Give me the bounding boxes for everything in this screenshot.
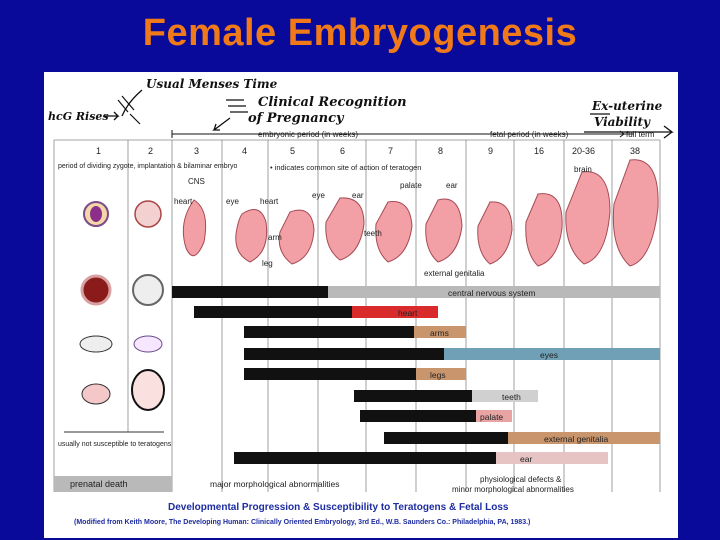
bilaminar-disc-icon xyxy=(79,335,113,353)
label-palate: palate xyxy=(400,181,422,190)
period-band: embryonic period (in weeks) fetal period… xyxy=(171,130,655,139)
not-susceptible-note: usually not susceptible to teratogens xyxy=(58,441,172,448)
implantation-icon xyxy=(132,274,164,306)
bar-teeth: teeth xyxy=(354,390,538,402)
bar-label-ear: ear xyxy=(520,454,532,464)
clinical-arrow-icon xyxy=(212,117,231,131)
week-4: 4 xyxy=(242,146,247,156)
clinical-hatch-icon xyxy=(226,99,248,113)
bar-label-arms: arms xyxy=(430,328,449,338)
minor-abnormalities-label-1: physiological defects & xyxy=(480,475,562,484)
bar-ear: ear xyxy=(234,452,608,464)
hcg-rises-note: hcG Rises xyxy=(48,110,109,123)
viability-note: Viability xyxy=(594,115,651,129)
embryo-week-8-icon xyxy=(425,198,463,263)
label-brain: brain xyxy=(574,165,592,174)
embryo-week-6-icon xyxy=(325,197,365,261)
embryo-week-5-icon xyxy=(278,209,315,265)
susceptibility-bars: central nervous system heart arms eyes l… xyxy=(172,286,660,464)
figure-caption: Developmental Progression & Susceptibili… xyxy=(168,502,509,513)
minor-abnormalities-label-2: minor morphological abnormalities xyxy=(452,485,574,494)
figure-source: (Modified from Keith Moore, The Developi… xyxy=(74,519,530,526)
bar-eyes: eyes xyxy=(244,348,660,360)
embryogenesis-figure: hcG Rises Usual Menses Time Clinical Rec… xyxy=(44,72,678,538)
menses-arrow-icon xyxy=(121,89,143,117)
usual-menses-note: Usual Menses Time xyxy=(146,77,278,91)
clinical-recognition-note-1: Clinical Recognition xyxy=(258,95,407,110)
bar-legs: legs xyxy=(244,368,466,380)
label-ear-8: ear xyxy=(446,181,458,190)
embryo-illustrations xyxy=(182,159,659,267)
slide-title: Female Embryogenesis xyxy=(142,12,578,54)
early-embryo-icons xyxy=(79,200,165,411)
week-38: 38 xyxy=(630,146,640,156)
embryo-week-3-icon xyxy=(182,199,207,257)
early-period-note-text: period of dividing zygote, implantation … xyxy=(58,163,237,170)
week-5: 5 xyxy=(290,146,295,156)
label-ear-7: ear xyxy=(352,191,364,200)
yolk-sac-icon xyxy=(81,383,111,405)
bar-external-genitalia: external genitalia xyxy=(384,432,660,444)
bar-label-legs: legs xyxy=(430,370,446,380)
blastocyst-icon xyxy=(134,200,162,228)
prenatal-death-box xyxy=(54,476,172,492)
embryonic-period-label: embryonic period (in weeks) xyxy=(258,130,358,139)
outcomes-row: prenatal death major morphological abnor… xyxy=(54,475,574,494)
fetus-week-38-icon xyxy=(612,159,659,267)
label-leg: leg xyxy=(262,259,273,268)
label-cns: CNS xyxy=(188,177,205,186)
chorion-icon xyxy=(131,369,165,411)
fetal-period-label: fetal period (in weeks) xyxy=(490,130,569,139)
viability-arrow-icon xyxy=(584,113,674,139)
bracket-hatch-icon xyxy=(117,95,141,125)
label-arm: arm xyxy=(268,233,282,242)
label-heart-3: heart xyxy=(174,197,193,206)
fetus-week-9-icon xyxy=(477,201,513,265)
week-2: 2 xyxy=(148,146,153,156)
embryogenesis-diagram: hcG Rises Usual Menses Time Clinical Rec… xyxy=(48,77,674,526)
bar-label-heart: heart xyxy=(398,308,418,318)
bar-label-cns: central nervous system xyxy=(448,288,535,298)
week-16: 16 xyxy=(534,146,544,156)
bar-label-teeth: teeth xyxy=(502,392,521,402)
clinical-recognition-note-2: of Pregnancy xyxy=(248,111,345,126)
embryo-week-4-icon xyxy=(235,209,268,263)
bar-label-external-genitalia: external genitalia xyxy=(544,434,609,444)
prenatal-death-label: prenatal death xyxy=(70,479,128,489)
fetus-week-20-36-icon xyxy=(565,171,611,265)
bar-label-palate: palate xyxy=(480,412,503,422)
morula-icon xyxy=(80,274,112,306)
label-heart-5: heart xyxy=(260,197,279,206)
full-term-label: full term xyxy=(626,130,655,139)
organ-labels: CNS heart eye heart arm leg eye ear teet… xyxy=(174,165,592,278)
major-abnormalities-label: major morphological abnormalities xyxy=(210,479,339,489)
bar-label-eyes: eyes xyxy=(540,350,558,360)
amnion-icon xyxy=(133,335,163,353)
fetus-week-16-icon xyxy=(525,193,563,267)
bar-palate: palate xyxy=(360,410,512,422)
full-term-arrow-icon xyxy=(614,130,626,138)
teratogen-note: • indicates common site of action of ter… xyxy=(270,163,421,172)
bar-arms: arms xyxy=(244,326,466,338)
week-1: 1 xyxy=(96,146,101,156)
zygote-nuclei-icon xyxy=(90,206,102,222)
ex-uterine-note: Ex-uterine xyxy=(591,99,663,113)
label-eye-4: eye xyxy=(226,197,239,206)
hcg-arrow-icon xyxy=(104,111,120,121)
week-headers: 1 2 3 4 5 6 7 8 9 16 20-36 38 xyxy=(96,146,640,156)
week-3: 3 xyxy=(194,146,199,156)
week-8: 8 xyxy=(438,146,443,156)
week-6: 6 xyxy=(340,146,345,156)
early-period-note: period of dividing zygote, implantation … xyxy=(58,163,237,170)
week-9: 9 xyxy=(488,146,493,156)
bar-central-nervous-system: central nervous system xyxy=(172,286,660,298)
label-teeth: teeth xyxy=(364,229,382,238)
label-eye-6: eye xyxy=(312,191,325,200)
week-20-36: 20-36 xyxy=(572,146,595,156)
label-external-genitalia: external genitalia xyxy=(424,269,485,278)
week-7: 7 xyxy=(388,146,393,156)
bar-heart: heart xyxy=(194,306,438,318)
embryo-week-7-icon xyxy=(375,201,413,263)
